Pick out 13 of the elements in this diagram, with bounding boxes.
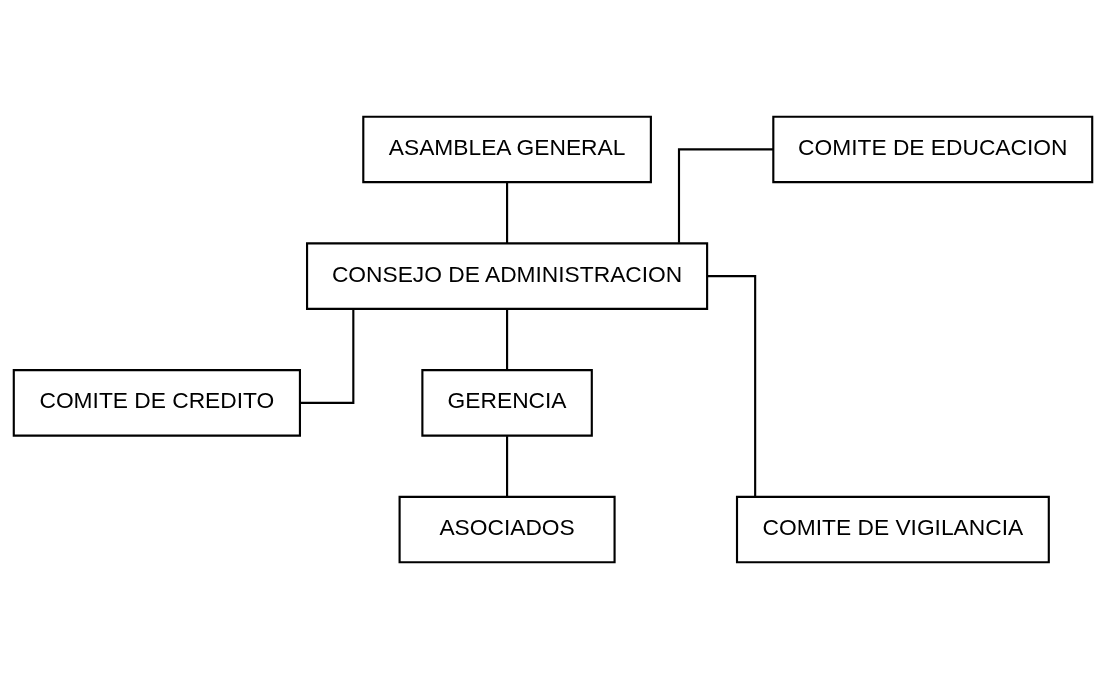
connector [506,436,509,497]
connector [506,309,509,370]
node-box: ASOCIADOS [398,495,616,564]
connector [506,182,509,244]
connector [677,148,774,243]
node-box: COMITE DE CREDITO [12,369,301,437]
node-box: COMITE DE VIGILANCIA [735,495,1050,564]
node-box: CONSEJO DE ADMINISTRACION [306,242,709,310]
connector [707,275,757,497]
node-box: GERENCIA [421,369,593,437]
connector [300,309,355,404]
node-box: ASAMBLEA GENERAL [362,115,652,184]
node-box: COMITE DE EDUCACION [772,115,1094,184]
